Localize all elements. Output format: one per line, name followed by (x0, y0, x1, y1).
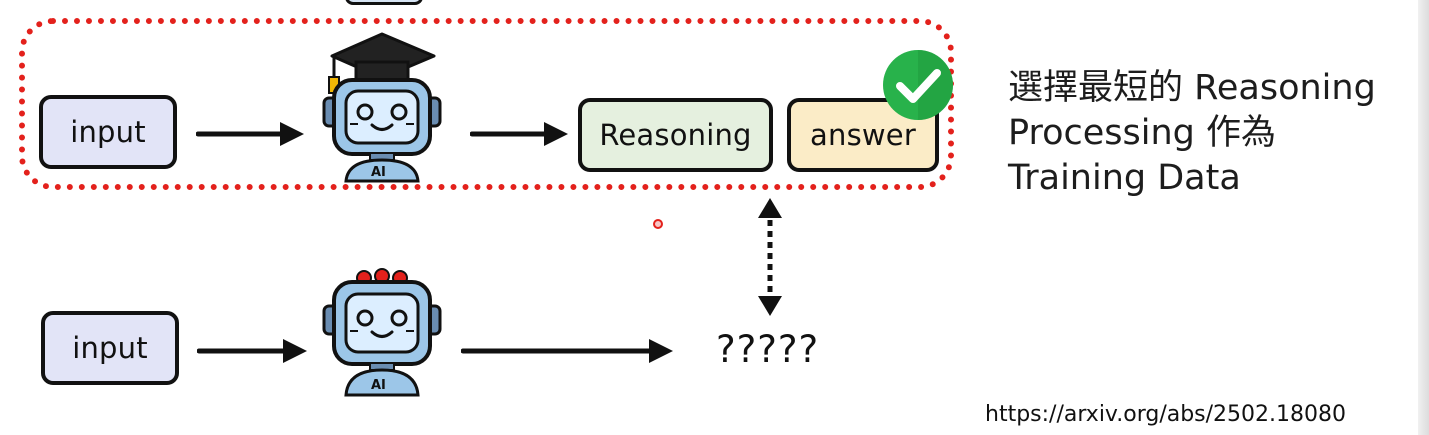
window-edge (1418, 0, 1429, 435)
robot-badge-text: AI (371, 378, 386, 393)
source-link[interactable]: https://arxiv.org/abs/2502.18080 (985, 402, 1347, 427)
arrow-right-icon (197, 339, 307, 363)
arrow-right-icon (470, 122, 568, 146)
robot-badge-text: AI (371, 165, 386, 180)
arrow-right-icon (196, 122, 304, 146)
arrow-right-icon (461, 339, 673, 363)
reasoning-box: Reasoning (578, 98, 773, 172)
top-input-box: input (39, 95, 177, 169)
bottom-input-box: input (41, 311, 179, 385)
slide-caption: 選擇最短的 Reasoning Processing 作為 Training D… (1008, 68, 1376, 198)
pointer-dot-icon (653, 219, 663, 229)
student-robot-icon: AI (322, 268, 442, 397)
previous-robot-fragment (345, 0, 423, 5)
green-check-icon (883, 50, 953, 120)
unknown-output-text: ????? (716, 328, 820, 371)
selected-training-example-box (19, 18, 954, 190)
compare-double-arrow-icon (758, 198, 782, 316)
graduate-robot-icon: AI (322, 32, 442, 183)
